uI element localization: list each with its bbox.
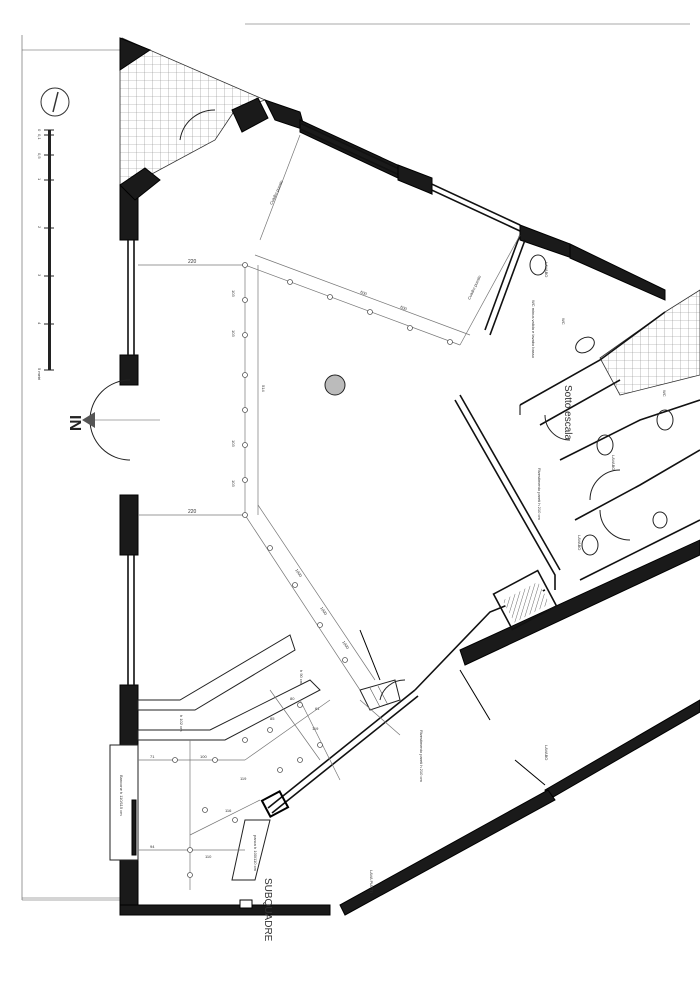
scale-tick-05: 0,5 [37, 153, 42, 159]
dim-label-600b: 600 [400, 304, 409, 311]
entrance-marker: IN [66, 412, 95, 431]
label-panca: panca h 100/110 cm [253, 835, 258, 872]
scale-tick-0: 0 [37, 129, 42, 132]
dim-label-103c: 103 [231, 440, 236, 447]
label-wc-2: WC [662, 390, 667, 397]
label-lavapiatti: LAVA PIATTI [369, 870, 374, 893]
scale-tick-4: 4 [37, 322, 42, 325]
dim-label-514: 514 [261, 385, 266, 392]
label-subquadro: SUBQUADRE [262, 878, 273, 942]
label-lavabo-4: LAVABO [544, 745, 549, 760]
dimension-labels: 220 220 71 100 94 119 116 110 85 119 80 … [150, 259, 408, 859]
scale-bar: 0 0,1 0,5 1 2 3 4 5 metri [37, 129, 54, 380]
label-lavabo-3: LAVABO [577, 535, 582, 550]
label-rivestimento-2: Rivestimento pareti h 210 cm [419, 730, 424, 782]
entrance-arrow-icon [82, 412, 95, 428]
dim-label-1000c: 1000 [341, 640, 351, 651]
scale-tick-2: 2 [37, 226, 42, 229]
dim-label-119: 119 [240, 776, 247, 781]
label-cuadro: Cuadro puesto [268, 179, 284, 206]
dim-label-103d: 103 [231, 480, 236, 487]
label-rivestimento-1: Rivestimento pareti h 210 cm [537, 468, 542, 520]
doors [89, 109, 631, 701]
outer-walls [119, 37, 700, 916]
street-lines [21, 23, 690, 901]
label-wc-1: WC [561, 318, 566, 325]
label-lavabo-2: LAVABO [611, 455, 616, 470]
dim-label-80: 80 [290, 696, 295, 701]
dim-label-100: 100 [200, 754, 207, 759]
fixtures [324, 254, 674, 556]
label-h102: h 102 cm [179, 715, 184, 732]
label-bancone: Bancone h 110/115 cm [119, 775, 124, 816]
dim-label-119b: 119 [312, 726, 319, 731]
hatched-block [502, 581, 550, 623]
tiled-area-right [599, 289, 700, 396]
label-wc-text: WC minus valida e lavabo basso [531, 300, 536, 359]
scale-tick-5: 5 metri [37, 368, 42, 380]
dim-label-220-bottom: 220 [188, 509, 197, 515]
dim-label-220-top: 220 [188, 259, 197, 265]
dim-label-1000a: 1000 [294, 568, 304, 579]
dimension-dots [172, 262, 453, 878]
dim-label-85: 85 [270, 716, 275, 721]
dim-label-94: 94 [150, 844, 155, 849]
column-circle [324, 374, 346, 396]
bottom-wall-marker [239, 899, 253, 909]
dim-label-71: 71 [150, 754, 155, 759]
dim-label-1000b: 1000 [319, 606, 329, 617]
scale-tick-3: 3 [37, 274, 42, 277]
label-cuadro-2: Cuadro puesto [466, 274, 482, 301]
dim-label-600a: 600 [360, 289, 369, 296]
label-lavabo-1: LAVABO [544, 262, 549, 277]
entrance-label: IN [66, 415, 83, 431]
label-sotto-scala: Sotto escala [562, 385, 573, 440]
dim-label-61: 61 [315, 706, 320, 711]
interior-walls [109, 234, 700, 881]
north-arrow [40, 87, 70, 117]
dim-label-110: 110 [205, 854, 212, 859]
dim-label-116: 116 [225, 808, 232, 813]
scale-tick-01: 0,1 [37, 134, 42, 140]
dim-label-103b: 103 [231, 330, 236, 337]
room-labels: Cuadro puesto Cuadro puesto LAVABO LAVAB… [119, 179, 667, 942]
scale-tick-1: 1 [37, 178, 42, 181]
label-h90: h 90 cm [299, 670, 304, 685]
dim-label-103a: 103 [231, 290, 236, 297]
